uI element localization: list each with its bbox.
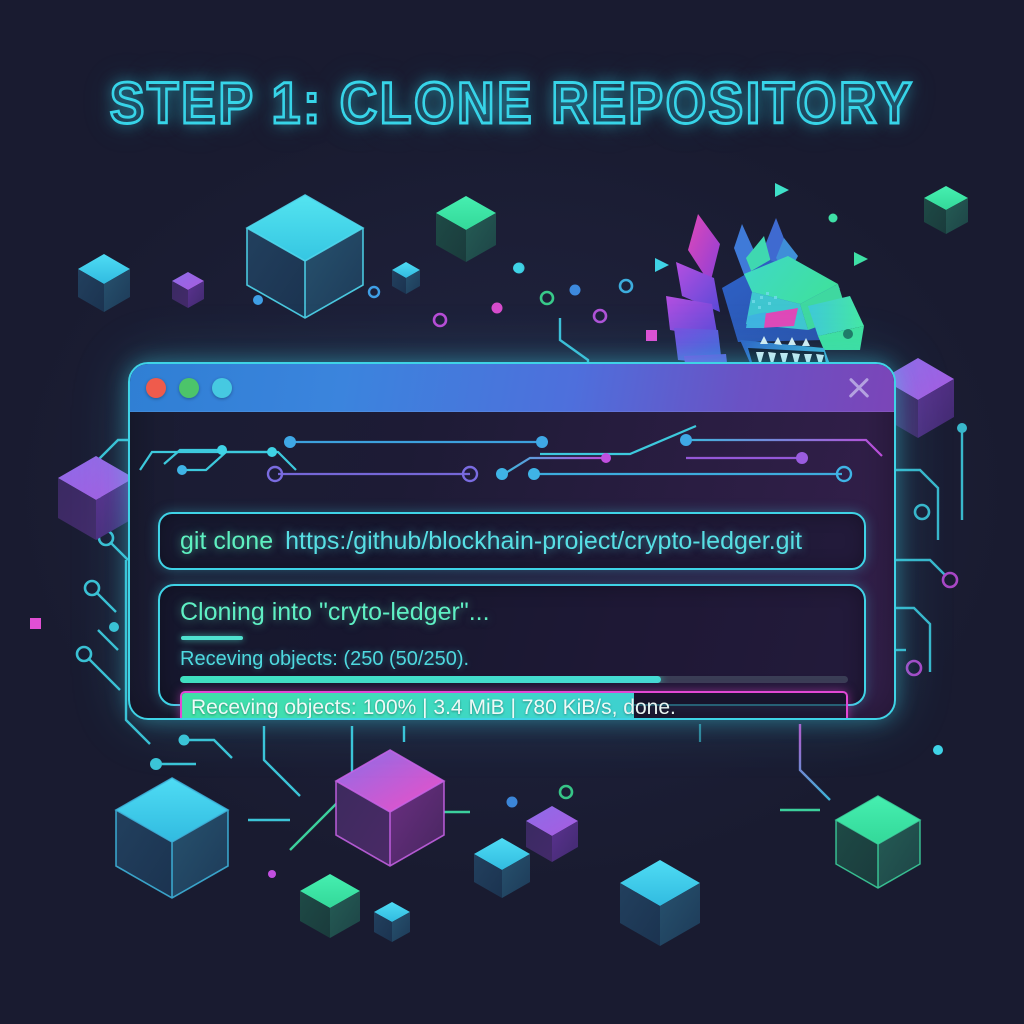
window-circuit-decoration <box>139 424 883 483</box>
status-main-text: Receving objects: 100% | 3.4 MiB | 780 K… <box>191 695 618 719</box>
command-url-text: https:/github/blockhain-project/crypto-l… <box>285 526 803 555</box>
command-input[interactable]: git clone https:/github/blockhain-projec… <box>158 512 866 570</box>
cube-cyan-bottom-small <box>474 838 530 898</box>
cube-cyan-tiny <box>392 262 420 294</box>
cube-green-bottom-right <box>834 795 922 889</box>
status-tail-text: done. <box>617 695 676 719</box>
window-close-dot[interactable] <box>146 377 166 398</box>
cube-purple-bottom-small <box>526 806 578 862</box>
cube-blue-bottom-mid <box>620 860 700 946</box>
cube-cyan-small-left <box>78 254 130 312</box>
cube-blue-bottom-tiny <box>374 902 410 942</box>
window-minimize-dot[interactable] <box>179 377 199 398</box>
cloning-status-line: Cloning into "cryto-ledger"... <box>180 598 490 626</box>
command-prompt-text: git clone <box>180 526 274 555</box>
close-icon[interactable] <box>846 375 872 401</box>
window-titlebar <box>130 364 894 412</box>
circuit-right <box>896 423 967 677</box>
terminal-window: git clone https:/github/blockhain-projec… <box>128 362 896 720</box>
output-panel: Cloning into "cryto-ledger"... Receving … <box>158 584 866 718</box>
cube-purple-tiny <box>172 272 204 308</box>
cube-cyan-large <box>245 194 365 319</box>
status-badge-fill <box>182 692 634 718</box>
progress-bar-fill <box>180 675 661 683</box>
progress-bar <box>180 675 848 683</box>
cube-purple-left <box>58 456 134 540</box>
cube-green-right-top <box>924 186 968 234</box>
cube-green-bottom-small <box>300 874 360 938</box>
receiving-objects-line: Receving objects: (250 (50/250). <box>180 647 470 670</box>
window-body: git clone https:/github/blockhain-projec… <box>130 412 894 718</box>
circuit-stems-bottom <box>150 724 831 870</box>
cube-magenta-large <box>334 749 446 867</box>
status-badge: Receving objects: 100% | 3.4 MiB | 780 K… <box>180 690 848 719</box>
page-title: STEP 1: CLONE REPOSITORY <box>108 70 915 138</box>
cube-blue-bottom-left <box>114 777 230 899</box>
window-controls <box>146 377 232 398</box>
cube-green-small <box>436 196 496 262</box>
status-badge-text: Receving objects: 100% | 3.4 MiB | 780 K… <box>191 695 676 719</box>
window-maximize-dot[interactable] <box>212 377 232 398</box>
divider <box>181 636 243 640</box>
